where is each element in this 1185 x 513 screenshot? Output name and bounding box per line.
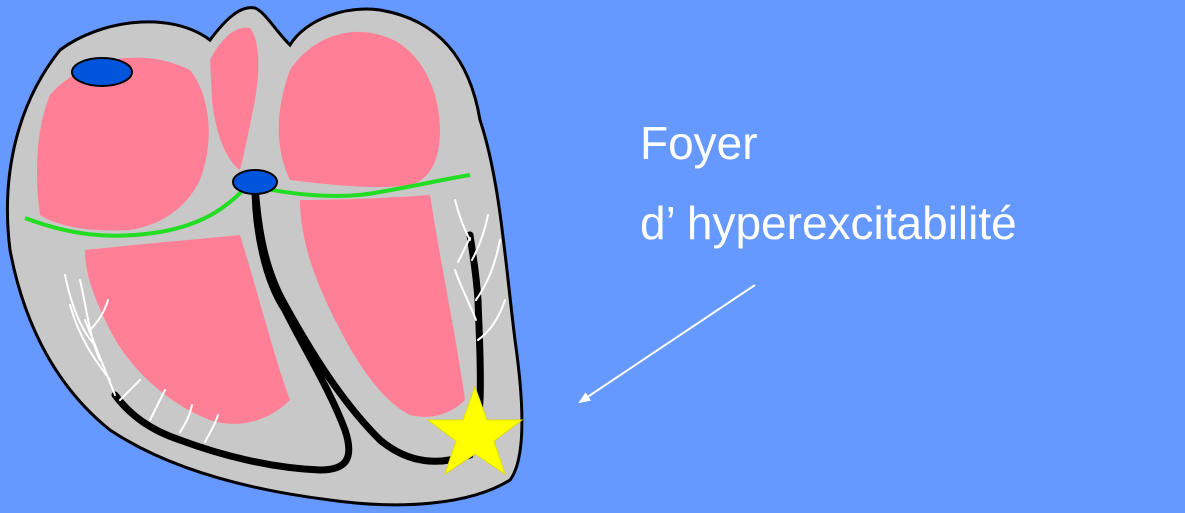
annotation-line-2: d’ hyperexcitabilité xyxy=(640,200,1017,246)
atrioventricular-node xyxy=(233,170,277,194)
arrow-icon xyxy=(580,285,755,402)
sinoatrial-node xyxy=(72,58,132,86)
annotation-line-1: Foyer xyxy=(640,120,758,166)
